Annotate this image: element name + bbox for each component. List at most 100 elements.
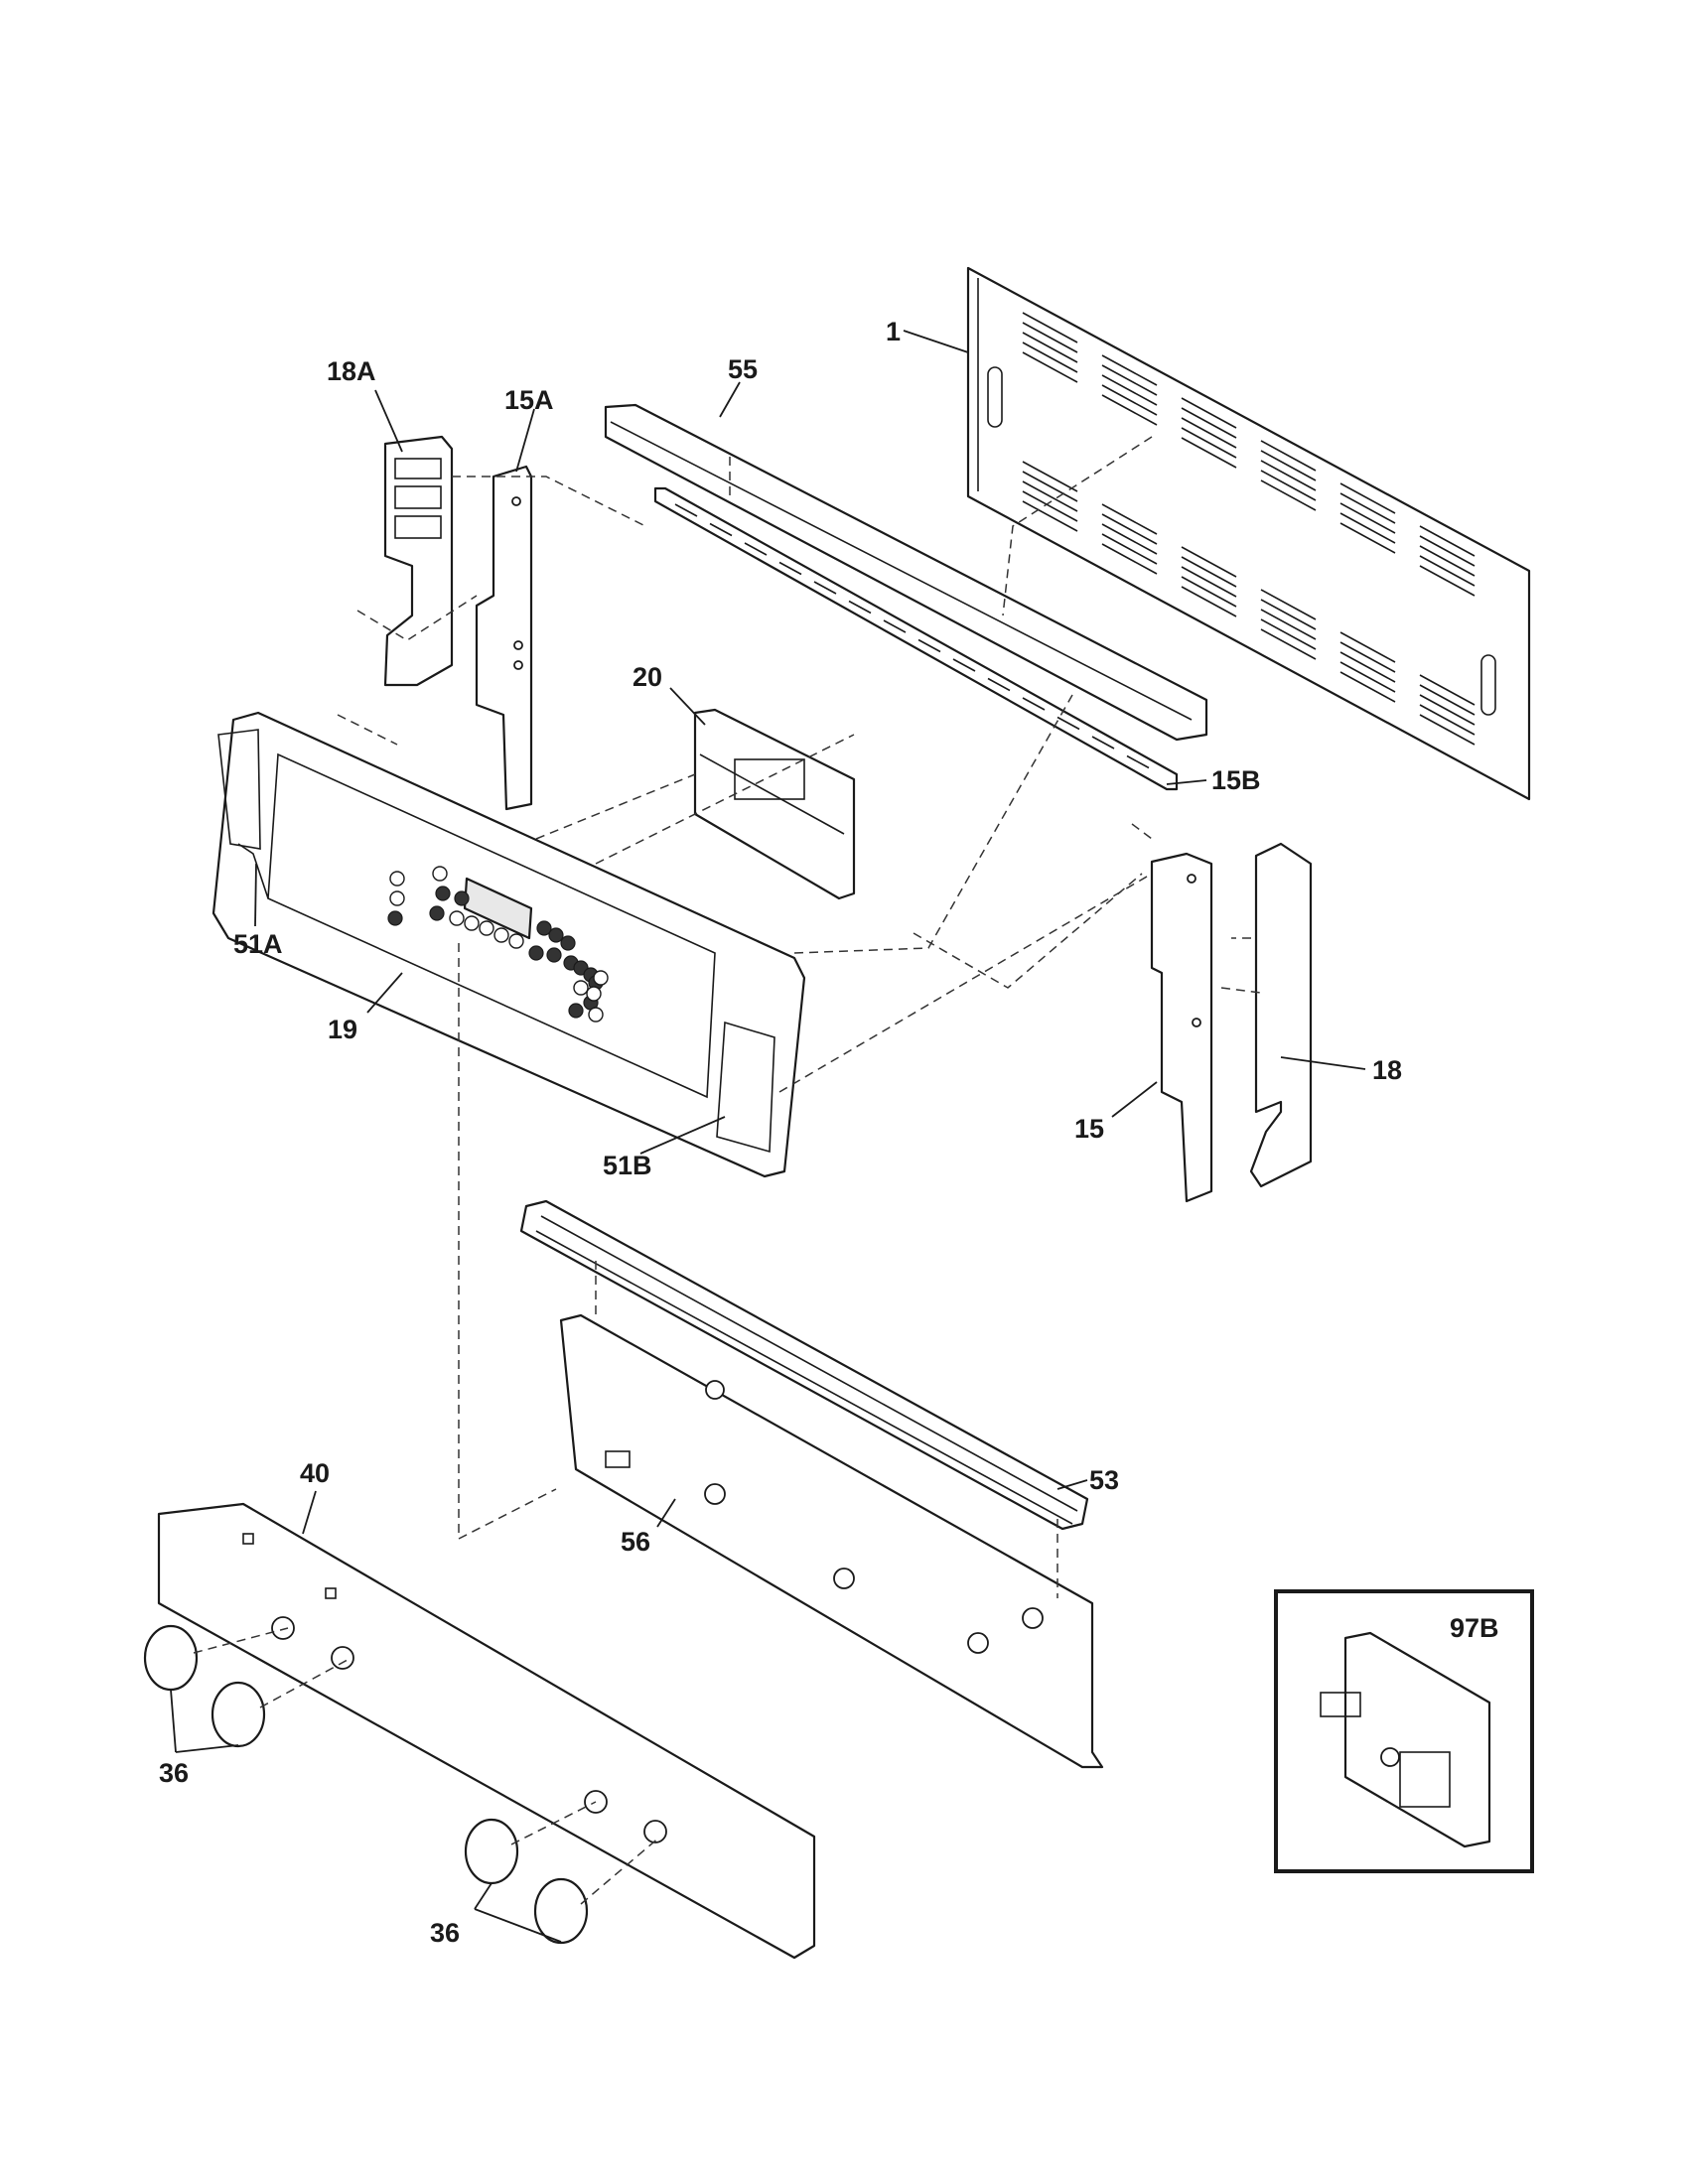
- vent-slot: [1419, 694, 1476, 726]
- vent-slot: [1101, 394, 1158, 426]
- vent-slot: [1260, 450, 1317, 481]
- vent-slot: [1339, 512, 1396, 544]
- callout-20: 20: [633, 662, 662, 692]
- vent-slot: [1181, 586, 1237, 617]
- vent-slot: [1260, 599, 1317, 630]
- end-cap-part-18a: [383, 435, 454, 687]
- callout-labels: 1 55 18A 15A 20 15B 51A 19 51B 15 18 53 …: [159, 317, 1499, 1948]
- vent-slot: [1419, 704, 1476, 736]
- bracket-slot: [778, 561, 802, 576]
- vent-slot: [1101, 354, 1158, 386]
- bracket-slot: [674, 503, 698, 517]
- panel-button-graphic: [432, 866, 448, 882]
- vent-slot: [1022, 500, 1078, 532]
- vent-slot: [1419, 525, 1476, 557]
- vent-slot: [1419, 565, 1476, 597]
- bracket-slot: [744, 542, 768, 556]
- vent-slot: [1181, 417, 1237, 449]
- callout-15b: 15B: [1211, 765, 1261, 795]
- panel-button-graphic: [429, 905, 445, 921]
- bracket-slot: [848, 600, 872, 614]
- callout-51a: 51A: [233, 929, 283, 959]
- vent-slot: [1419, 555, 1476, 587]
- vent-slot: [1181, 576, 1237, 608]
- callout-18a: 18A: [327, 356, 376, 386]
- callout-51b: 51B: [603, 1151, 652, 1180]
- vent-slot: [1419, 545, 1476, 577]
- side-bracket-part-15: [1150, 852, 1213, 1203]
- side-bracket-part-15a: [475, 465, 533, 811]
- vent-slot: [1339, 482, 1396, 514]
- callout-15a: 15A: [504, 385, 554, 415]
- vent-slot: [1260, 609, 1317, 640]
- vent-slot: [1339, 522, 1396, 554]
- vent-slot: [1101, 384, 1158, 416]
- vent-slot: [1181, 397, 1237, 429]
- leader-lines: [170, 330, 1366, 1943]
- panel-button-graphic: [573, 980, 589, 996]
- vent-slot: [1181, 427, 1237, 459]
- vent-slot: [1101, 543, 1158, 575]
- vent-slot: [1339, 661, 1396, 693]
- rear-panel-part-1: [966, 266, 1531, 801]
- vent-slot: [1022, 490, 1078, 522]
- bracket-slot: [1126, 754, 1150, 769]
- channel-part-53: [519, 1199, 1089, 1531]
- vent-slot: [1260, 470, 1317, 501]
- vent-slot: [1101, 503, 1158, 535]
- vent-slot: [1181, 407, 1237, 439]
- panel-button-graphic: [546, 947, 562, 963]
- vent-slot: [1419, 674, 1476, 706]
- panel-button-graphic: [568, 1003, 584, 1019]
- panel-button-graphic: [588, 1007, 604, 1023]
- vent-slot: [1022, 341, 1078, 373]
- panel-button-graphic: [387, 910, 403, 926]
- vent-slot: [1260, 589, 1317, 620]
- vent-slot: [1022, 322, 1078, 353]
- slotted-bracket-part-15b: [653, 486, 1179, 791]
- callout-97b: 97B: [1450, 1613, 1499, 1643]
- panel-button-graphic: [449, 910, 465, 926]
- bracket-slot: [813, 581, 837, 595]
- assembly-dashed-lines: [193, 436, 1262, 1905]
- panel-button-graphic: [508, 933, 524, 949]
- panel-button-graphic: [389, 890, 405, 906]
- vent-slot: [1022, 332, 1078, 363]
- vent-slot: [1419, 684, 1476, 716]
- callout-15: 15: [1074, 1114, 1104, 1144]
- callout-36-left: 36: [159, 1758, 189, 1788]
- vent-slot: [1101, 513, 1158, 545]
- vent-slot: [1181, 546, 1237, 578]
- vent-slot: [1101, 374, 1158, 406]
- vent-slot: [1181, 437, 1237, 469]
- panel-button-graphic: [464, 915, 480, 931]
- vent-slot: [1260, 479, 1317, 511]
- callout-18: 18: [1372, 1055, 1402, 1085]
- bracket-slot: [987, 677, 1011, 692]
- vent-slot: [1260, 628, 1317, 660]
- panel-button-graphic: [435, 886, 451, 901]
- vent-slot: [1022, 351, 1078, 383]
- bracket-slot: [1056, 716, 1080, 731]
- vent-slot: [1419, 535, 1476, 567]
- callout-19: 19: [328, 1015, 357, 1044]
- panel-button-graphic: [528, 945, 544, 961]
- vent-slot: [1022, 480, 1078, 512]
- vent-slot: [1181, 566, 1237, 598]
- vent-slot: [1419, 714, 1476, 746]
- vent-slot: [1022, 312, 1078, 343]
- panel-button-graphic: [586, 986, 602, 1002]
- panel-button-graphic: [389, 871, 405, 887]
- backguard-plate-part-56: [559, 1313, 1104, 1769]
- vent-slot: [1339, 502, 1396, 534]
- panel-button-graphic: [560, 935, 576, 951]
- vent-slot: [1101, 523, 1158, 555]
- vent-slot: [1022, 471, 1078, 502]
- vent-slot: [1339, 631, 1396, 663]
- callout-40: 40: [300, 1458, 330, 1488]
- bracket-slot: [952, 658, 976, 672]
- vent-slot: [1339, 651, 1396, 683]
- vent-slot: [1260, 618, 1317, 650]
- bracket-slot: [1091, 736, 1115, 750]
